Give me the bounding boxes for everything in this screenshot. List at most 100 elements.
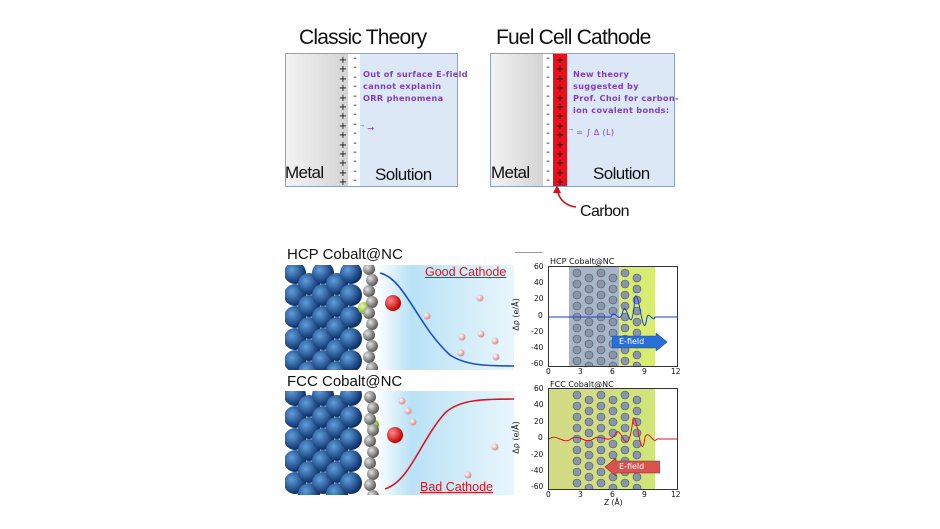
fuel-cell-panel: - - - - - - - - - - - - - - + + + + + + …	[490, 53, 678, 188]
atom	[584, 395, 594, 405]
carbon-atoms	[363, 265, 378, 370]
atom	[572, 279, 582, 289]
atom	[584, 428, 594, 438]
atom	[584, 439, 594, 449]
fcc-chart-title: FCC Cobalt@NC	[550, 380, 614, 389]
atom	[367, 424, 379, 436]
atom	[584, 461, 594, 471]
atom	[596, 434, 606, 444]
fuel-metal-label: Metal	[491, 163, 530, 182]
atom	[596, 390, 606, 400]
ytick: 20	[534, 417, 544, 426]
atom	[632, 395, 642, 405]
hcp-sim-svg	[285, 265, 514, 370]
atom	[584, 328, 594, 338]
classic-minus-signs: - - - - - - - - - - - - - -	[353, 53, 357, 187]
atom	[596, 423, 606, 433]
atom	[620, 290, 630, 300]
oxygen-atom	[385, 295, 401, 311]
atom	[596, 456, 606, 466]
atom	[572, 356, 582, 366]
fuel-metal-region	[491, 54, 543, 186]
hcp-chart-title: HCP Cobalt@NC	[550, 257, 615, 266]
ytick: -40	[531, 343, 544, 352]
atom	[572, 445, 582, 455]
atom	[572, 423, 582, 433]
ytick: 20	[534, 294, 544, 303]
ytick: -20	[531, 327, 544, 336]
hcp-plot-svg	[549, 267, 677, 366]
atom	[367, 446, 379, 458]
atom	[363, 307, 375, 319]
fuel-solution-region	[567, 54, 674, 186]
atom	[608, 350, 618, 360]
hcp-efield-arrow	[612, 333, 668, 351]
hcp-sim-panel: Good Cathode	[285, 265, 514, 370]
fcc-efield-arrow	[604, 458, 660, 476]
atom	[632, 361, 642, 366]
atom	[596, 467, 606, 477]
atom	[596, 478, 606, 488]
atom	[363, 265, 375, 275]
atom	[584, 339, 594, 349]
atom	[608, 417, 618, 427]
ytick: 60	[534, 384, 544, 393]
atom	[363, 351, 375, 363]
ylabel: Δρ (e/Å)	[511, 421, 521, 454]
cobalt-atoms	[285, 391, 362, 495]
atom	[340, 350, 362, 370]
atom	[340, 306, 362, 328]
atom	[608, 439, 618, 449]
atom	[364, 435, 376, 447]
atom	[596, 356, 606, 366]
proton-particles	[398, 397, 499, 479]
atom	[620, 401, 630, 411]
atom	[584, 284, 594, 294]
ytick: -20	[531, 450, 544, 459]
atom	[608, 273, 618, 283]
fuel-solution-label: Solution	[593, 164, 650, 183]
potential-curve	[379, 272, 514, 367]
classic-note-line: cannot explanin	[363, 81, 442, 91]
atom	[572, 345, 582, 355]
atom	[584, 472, 594, 482]
atom	[596, 301, 606, 311]
atom	[620, 445, 630, 455]
atom	[584, 361, 594, 366]
fuel-formula: ⃗ = ∫ Δ (L)	[573, 127, 615, 137]
fuel-note-line: New theory	[573, 69, 630, 79]
atom	[596, 323, 606, 333]
ytick: -60	[531, 359, 544, 368]
atom	[608, 295, 618, 305]
atom	[620, 356, 630, 366]
classic-note-line: ORR phenomena	[363, 93, 444, 103]
atom	[367, 490, 379, 495]
xtick: 9	[642, 367, 647, 376]
classic-theory-title: Classic Theory	[299, 26, 427, 49]
atom	[620, 412, 630, 422]
atom	[572, 290, 582, 300]
atom	[366, 340, 378, 352]
classic-note: Out of surface E-field cannot explanin O…	[363, 68, 468, 104]
xtick: 12	[671, 490, 681, 499]
atom	[608, 306, 618, 316]
atom	[584, 406, 594, 416]
fcc-sim-title: FCC Cobalt@NC	[287, 373, 403, 390]
atom	[632, 406, 642, 416]
xtick: 12	[671, 367, 681, 376]
fcc-sim-panel: Bad Cathode	[285, 391, 514, 495]
atom	[620, 323, 630, 333]
atom	[620, 301, 630, 311]
atom	[596, 445, 606, 455]
atom	[608, 361, 618, 366]
atom	[584, 317, 594, 327]
atom	[632, 273, 642, 283]
atom	[632, 284, 642, 294]
atom	[572, 467, 582, 477]
ytick: -60	[531, 482, 544, 491]
cobalt-atoms	[285, 265, 362, 370]
atom	[620, 423, 630, 433]
fcc-chart: FCC Cobalt@NC 60 40 20 0 -20 -40 -60 0 3…	[512, 378, 687, 508]
ytick: -40	[531, 466, 544, 475]
atom	[608, 317, 618, 327]
